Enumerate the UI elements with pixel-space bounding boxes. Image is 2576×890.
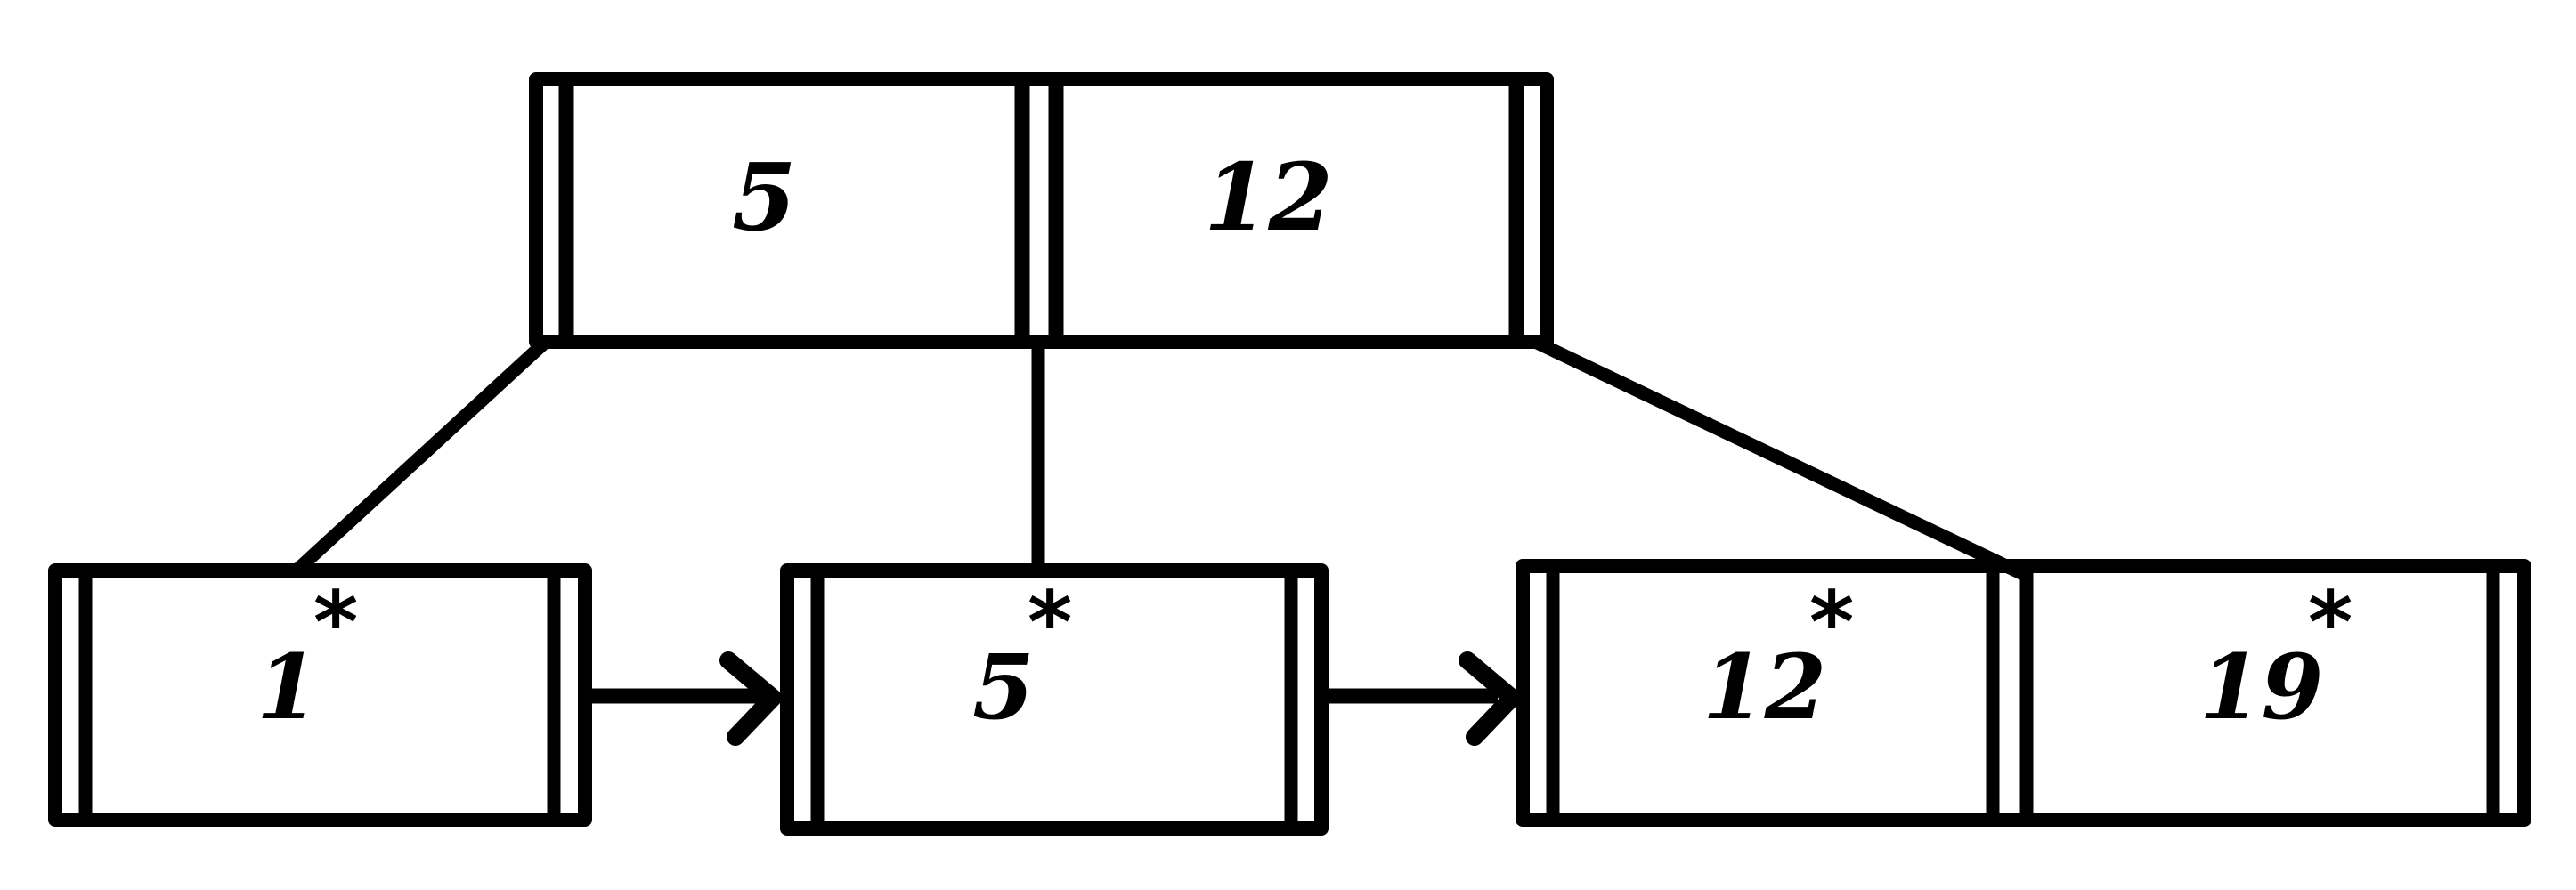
leaf-node-3[interactable] xyxy=(1516,559,2531,827)
root-node[interactable] xyxy=(529,72,1554,349)
edge-root-to-leaf-1 xyxy=(290,336,552,577)
root-node-outer-frame xyxy=(529,72,1554,349)
arrow-leaf-1-to-leaf-2 xyxy=(585,651,782,746)
root-key-1-label: 12 xyxy=(1204,142,1333,252)
arrow-right-icon xyxy=(1459,651,1521,746)
root-key-0-label: 5 xyxy=(732,142,797,252)
leaf-node-3-entry-0-number: 12 xyxy=(1702,635,1827,740)
leaf-node-2-outer-frame xyxy=(780,563,1329,836)
leaf-node-3-outer-frame xyxy=(1516,559,2531,827)
edge-root-to-leaf-3 xyxy=(1530,335,2027,580)
leaf-node-1-entry-0-number: 1 xyxy=(256,635,319,740)
leaf-node-3-entry-1-number: 19 xyxy=(2199,635,2324,740)
child-edge-group xyxy=(290,335,2027,580)
arrow-leaf-2-to-leaf-3 xyxy=(1325,651,1521,746)
arrow-right-icon xyxy=(719,651,782,746)
leaf-node-2-entry-0-number: 5 xyxy=(972,635,1035,740)
leaf-node-2[interactable] xyxy=(780,563,1329,836)
